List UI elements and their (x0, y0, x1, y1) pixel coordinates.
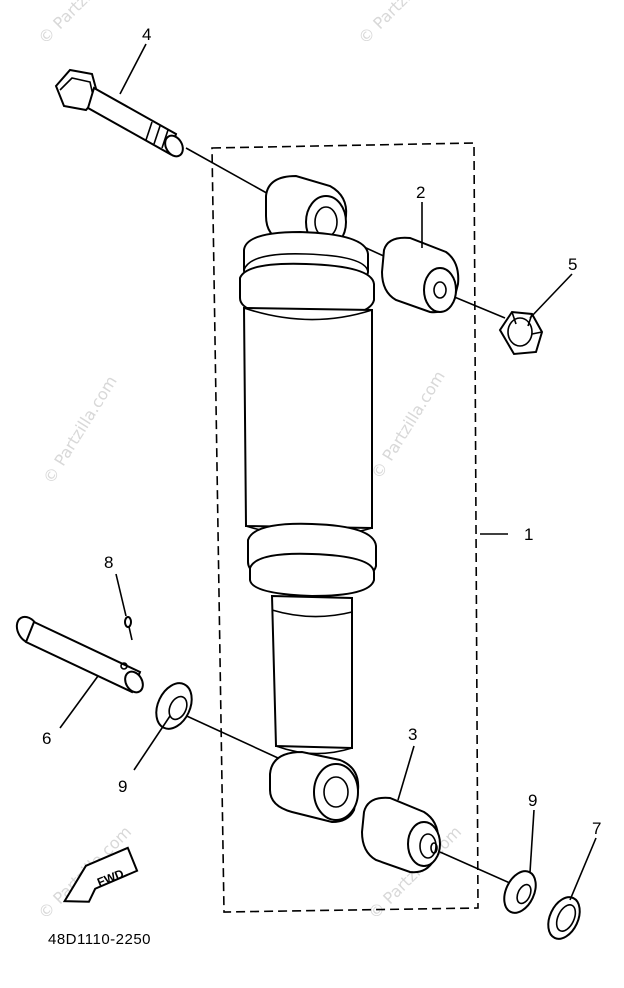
leader-nut (451, 295, 506, 319)
watermark: © Partzilla.com (354, 0, 455, 48)
washer-right (503, 870, 537, 914)
ring-washer (547, 896, 581, 940)
leader-pin-lower (177, 711, 279, 759)
assembly-boundary (211, 142, 479, 913)
shock-absorber (239, 174, 377, 824)
callout-leaders (59, 43, 597, 901)
bolt (54, 68, 184, 158)
watermark: © Partzilla.com (34, 0, 135, 48)
diagram-code: 48D1110-2250 (48, 931, 151, 948)
callout-pin: 6 (42, 729, 51, 748)
callout-bolt: 4 (142, 25, 151, 44)
callout-assembly: 1 (524, 525, 533, 544)
watermark: © Partzilla.com (39, 372, 121, 487)
leader-washer-right (439, 851, 513, 885)
callout-nut: 5 (568, 255, 577, 274)
callout-washer-right: 9 (528, 791, 537, 810)
callout-bushing-upper: 2 (416, 183, 425, 202)
callout-cotter-pin: 8 (104, 553, 113, 572)
bushing-lower (360, 796, 441, 874)
pin (15, 615, 144, 694)
callout-ring-washer: 7 (592, 819, 601, 838)
bushing-upper (380, 236, 460, 314)
washer-left (155, 682, 193, 730)
leader-bolt-top (185, 147, 273, 197)
callout-bushing-lower: 3 (408, 725, 417, 744)
cotter-pin (124, 616, 133, 641)
callout-washer-left: 9 (118, 777, 127, 796)
watermark: © Partzilla.com (367, 367, 449, 482)
nut (498, 310, 544, 356)
